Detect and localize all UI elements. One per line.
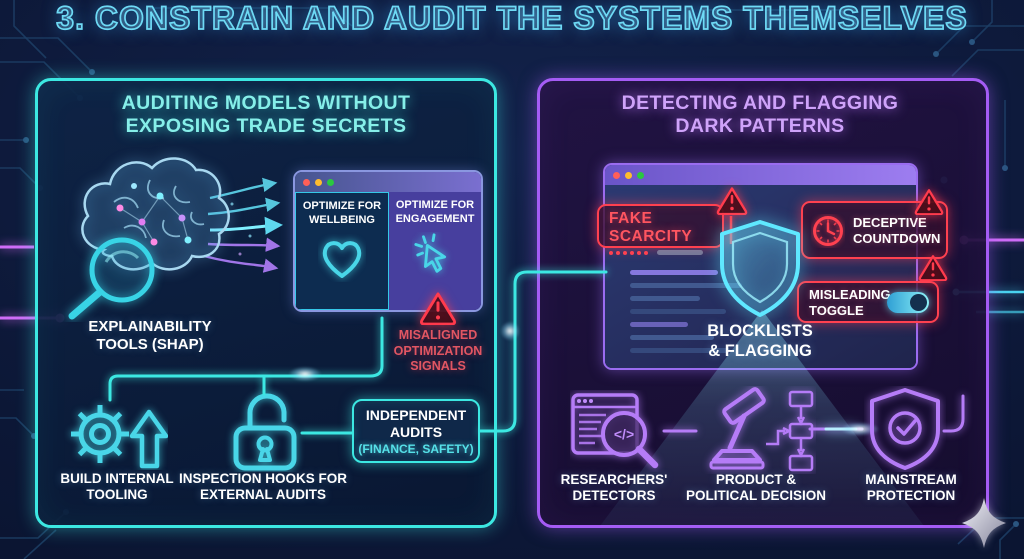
- warning-triangle-icon: [918, 254, 948, 281]
- explainability-label: EXPLAINABILITY TOOLS (SHAP): [70, 318, 230, 354]
- right-panel-title-line1: DETECTING AND FLAGGING: [621, 92, 899, 114]
- misleading-line1: MISLEADING: [809, 287, 891, 302]
- engagement-label-line2: ENGAGEMENT: [395, 212, 475, 225]
- explainability-label-line1: EXPLAINABILITY: [88, 318, 212, 335]
- fake-scarcity-dots: [609, 250, 722, 255]
- deceptive-line1: DECEPTIVE: [853, 215, 927, 230]
- blocklists-label-line2: & FLAGGING: [708, 341, 812, 360]
- brain-graphic: [68, 157, 283, 320]
- flow-arrows-icon: [203, 177, 283, 273]
- engagement-column: OPTIMIZE FOR ENGAGEMENT: [389, 192, 481, 310]
- placeholder-text-lines: [630, 270, 742, 361]
- traffic-light-green-icon: [637, 171, 644, 179]
- gear-arrow-icon: [71, 405, 168, 469]
- researchers-label: RESEARCHERS' DETECTORS: [548, 472, 680, 504]
- misaligned-line3: SIGNALS: [410, 359, 466, 374]
- protection-label-line1: MAINSTREAM: [865, 472, 957, 487]
- left-panel-title-line2: EXPOSING TRADE SECRETS: [125, 115, 407, 137]
- open-padlock-icon: [233, 393, 297, 471]
- warning-triangle-icon: [914, 188, 944, 215]
- independent-audits-box: INDEPENDENT AUDITS (FINANCE, SAFETY): [352, 399, 480, 463]
- misleading-line2: TOGGLE: [809, 303, 864, 319]
- hooks-label: INSPECTION HOOKS FOR EXTERNAL AUDITS: [175, 471, 351, 503]
- decision-label: PRODUCT & POLITICAL DECISION: [672, 472, 840, 504]
- tooling-label-line1: BUILD INTERNAL: [60, 471, 174, 486]
- traffic-light-red-icon: [613, 171, 620, 179]
- misaligned-warning-label: MISALIGNED OPTIMIZATION SIGNALS: [374, 328, 502, 375]
- traffic-light-yellow-icon: [625, 171, 632, 179]
- misaligned-line2: OPTIMIZATION: [393, 343, 483, 358]
- left-panel-title-line1: AUDITING MODELS WITHOUT: [121, 92, 411, 114]
- warning-triangle-icon: [716, 186, 748, 215]
- hooks-label-line2: EXTERNAL AUDITS: [199, 487, 326, 503]
- window-titlebar: [605, 165, 916, 185]
- optimize-window: OPTIMIZE FOR WELLBEING OPTIMIZE FOR ENGA…: [293, 170, 483, 312]
- cursor-click-icon: [414, 232, 447, 273]
- decision-label-line2: POLITICAL DECISION: [685, 488, 826, 504]
- toggle-knob: [910, 294, 927, 311]
- traffic-light-yellow-icon: [315, 178, 322, 186]
- code-magnifier-icon: </>: [571, 393, 659, 469]
- audits-box-line1: INDEPENDENT: [365, 407, 467, 423]
- shield-icon: [720, 220, 800, 317]
- clock-icon: [813, 216, 843, 246]
- misleading-toggle-label: MISLEADING TOGGLE: [809, 287, 891, 320]
- misleading-toggle-box: MISLEADING TOGGLE: [797, 281, 939, 323]
- audits-box-subtitle: (FINANCE, SAFETY): [358, 441, 474, 456]
- blocklists-label-line1: BLOCKLISTS: [707, 322, 813, 340]
- researchers-label-line2: DETECTORS: [572, 488, 656, 504]
- warning-triangle-icon: [419, 291, 457, 325]
- blocklists-label: BLOCKLISTS & FLAGGING: [697, 322, 823, 362]
- traffic-light-red-icon: [303, 178, 310, 186]
- deceptive-countdown-label: DECEPTIVE COUNTDOWN: [853, 215, 940, 248]
- wellbeing-label-line2: WELLBEING: [308, 213, 375, 226]
- heart-icon: [322, 240, 362, 278]
- protection-label-line2: PROTECTION: [866, 488, 956, 504]
- hooks-label-line1: INSPECTION HOOKS FOR: [178, 471, 347, 486]
- decision-label-line1: PRODUCT &: [715, 472, 797, 487]
- wellbeing-label: OPTIMIZE FOR WELLBEING: [303, 200, 381, 228]
- page-title: 3. CONSTRAIN AND AUDIT THE SYSTEMS THEMS…: [55, 0, 968, 37]
- traffic-light-green-icon: [327, 178, 334, 186]
- explainability-label-line2: TOOLS (SHAP): [96, 336, 204, 353]
- sparkle-logo: [962, 498, 1006, 548]
- audits-box-line2: AUDITS: [389, 423, 443, 440]
- window-titlebar: [295, 172, 481, 192]
- deceptive-line2: COUNTDOWN: [853, 231, 941, 247]
- tooling-label: BUILD INTERNAL TOOLING: [46, 471, 188, 503]
- right-panel-title-line2: DARK PATTERNS: [675, 115, 845, 137]
- wellbeing-label-line1: OPTIMIZE FOR: [302, 200, 382, 212]
- toggle-switch-icon: [887, 292, 929, 313]
- fake-scarcity-label: FAKE SCARCITY: [609, 210, 693, 245]
- researchers-label-line1: RESEARCHERS': [560, 472, 668, 487]
- right-panel-title: DETECTING AND FLAGGING DARK PATTERNS: [557, 92, 963, 138]
- magnifier-icon: [68, 237, 155, 320]
- tooling-label-line2: TOOLING: [86, 487, 148, 503]
- code-glyph: </>: [614, 426, 634, 442]
- left-panel-title: AUDITING MODELS WITHOUT EXPOSING TRADE S…: [55, 92, 477, 138]
- engagement-label-line1: OPTIMIZE FOR: [395, 199, 475, 211]
- gavel-flowchart-icon: [709, 387, 814, 472]
- shield-check-icon: [870, 388, 940, 470]
- wellbeing-column: OPTIMIZE FOR WELLBEING: [295, 192, 389, 310]
- engagement-label: OPTIMIZE FOR ENGAGEMENT: [396, 199, 475, 227]
- protection-label: MAINSTREAM PROTECTION: [846, 472, 976, 504]
- fake-scarcity-box: FAKE SCARCITY: [597, 204, 724, 255]
- misaligned-line1: MISALIGNED: [398, 328, 478, 342]
